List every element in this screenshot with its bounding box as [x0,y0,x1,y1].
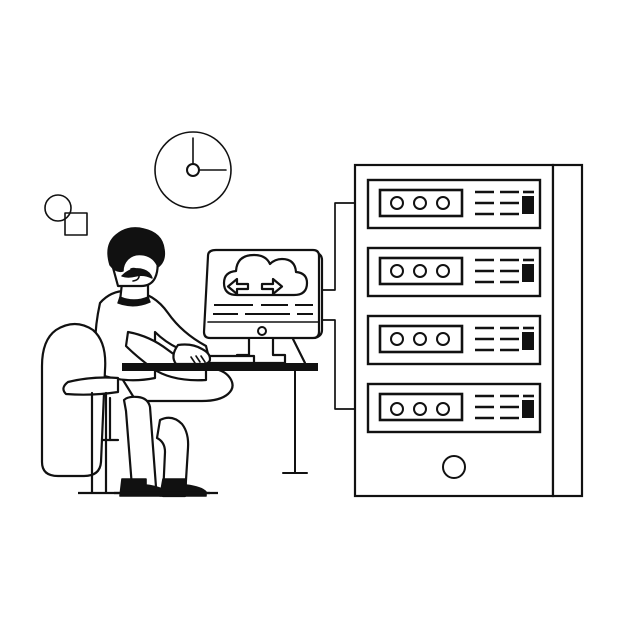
chair-backrest [40,322,107,478]
decorative-shapes [44,194,88,236]
cloud-icon [222,253,309,297]
server-unit-3-indicator-dashes [475,326,534,352]
clock-hub [186,163,200,177]
server-rack[interactable] [353,163,584,498]
server-unit-1-port-1[interactable] [390,196,404,210]
server-unit-1[interactable] [366,178,542,230]
worker-fingers [190,355,206,364]
server-unit-3-status-led [522,332,534,350]
server-unit-2-port-2[interactable] [413,264,427,278]
server-unit-2-status-led [522,264,534,282]
desk-top [122,363,318,371]
rack-side-panel [551,163,584,498]
office-chair[interactable] [40,322,120,494]
computer-monitor[interactable] [202,248,324,365]
server-unit-4-status-led [522,400,534,418]
rack-power-button[interactable] [442,455,466,479]
decorative-square-icon [64,212,88,236]
worker-front-shin [122,395,158,489]
server-unit-1-port-2[interactable] [413,196,427,210]
arrow-right-icon [260,277,284,296]
server-unit-4-port-3[interactable] [436,402,450,416]
clock-face [154,131,232,209]
server-unit-3-port-2[interactable] [413,332,427,346]
server-unit-4-port-1[interactable] [390,402,404,416]
worker-hair-fringe [121,268,153,279]
decorative-circle-icon [44,194,72,222]
monitor-home-dot[interactable] [257,326,267,336]
worker-collar [117,296,151,307]
server-unit-1-port-3[interactable] [436,196,450,210]
desk [122,363,318,474]
server-unit-2-port-1[interactable] [390,264,404,278]
chair-pedestal [90,391,120,494]
server-unit-2[interactable] [366,246,542,298]
server-unit-3-port-1[interactable] [390,332,404,346]
wall-clock-icon [154,131,232,209]
chair-seat [62,376,120,396]
screen-text-lines [213,304,313,315]
worker-hand [172,343,212,366]
server-unit-2-port-3[interactable] [436,264,450,278]
worker-hair [107,227,166,273]
server-unit-1-indicator-dashes [475,190,534,216]
server-unit-3[interactable] [366,314,542,366]
server-unit-4-indicator-dashes [475,394,534,420]
monitor-stand-leg [291,337,307,365]
server-unit-2-indicator-dashes [475,258,534,284]
server-unit-3-port-3[interactable] [436,332,450,346]
worker-far-leg [155,416,190,498]
server-unit-4-port-2[interactable] [413,402,427,416]
arrow-left-icon [226,277,250,296]
server-unit-1-status-led [522,196,534,214]
server-unit-4[interactable] [366,382,542,434]
